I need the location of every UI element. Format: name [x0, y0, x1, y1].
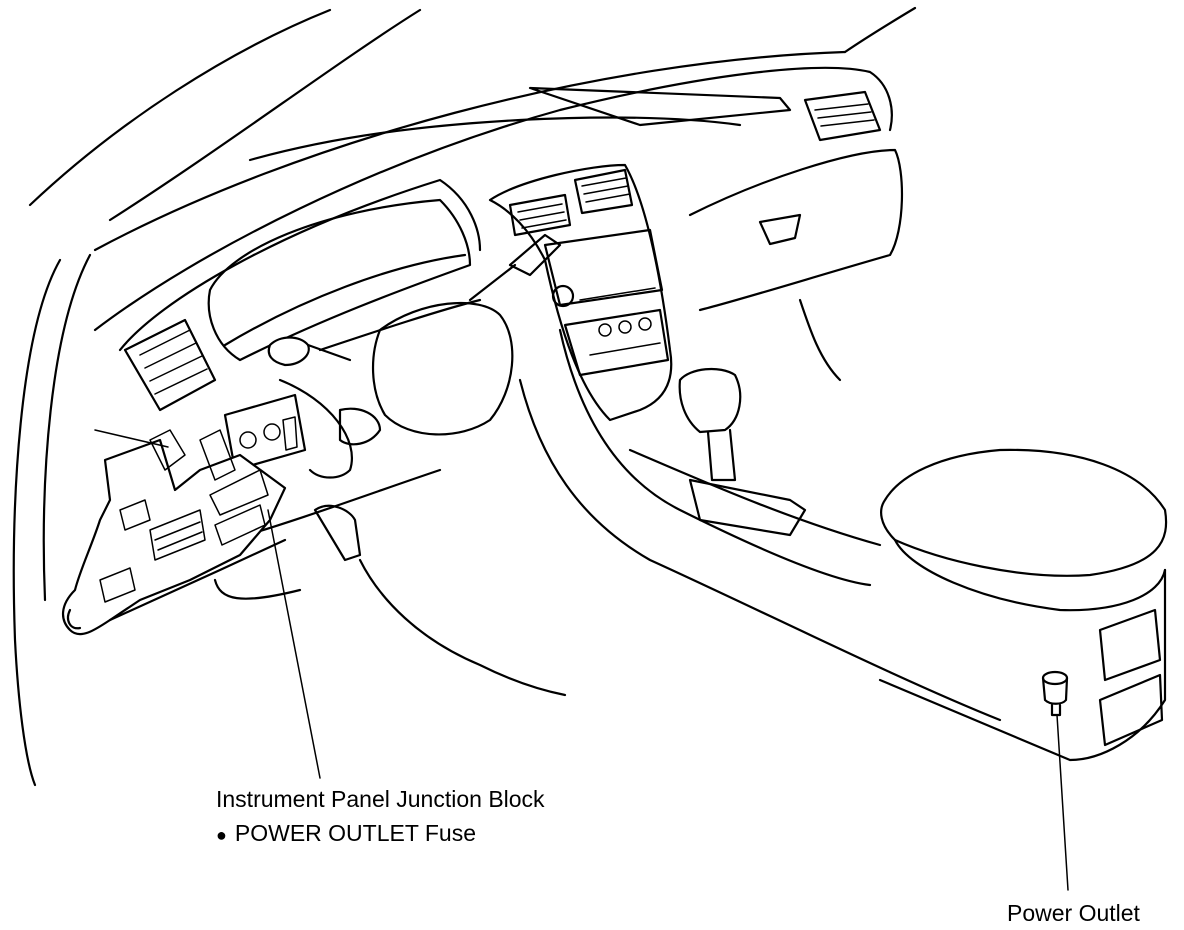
left-air-vent — [123, 318, 217, 412]
right-air-vent — [803, 90, 882, 142]
junction-leader-line-2 — [94, 429, 169, 448]
switch-panel — [223, 393, 307, 472]
armrest — [878, 448, 1168, 762]
leader-lines — [94, 429, 1069, 891]
lower-dash — [213, 378, 567, 697]
instrument-cluster — [118, 178, 482, 362]
bullet-icon: ● — [216, 825, 227, 845]
console-tunnel — [518, 328, 1002, 722]
junction-leader-line — [267, 509, 321, 779]
junction-block — [62, 429, 287, 636]
center-stack — [488, 163, 673, 422]
junction-block-label: Instrument Panel Junction Block — [216, 786, 545, 812]
windshield-lines — [28, 6, 917, 252]
shifter — [678, 367, 807, 537]
power-outlet-fuse-text: POWER OUTLET Fuse — [234, 820, 476, 846]
door-edge — [12, 253, 92, 787]
glovebox — [688, 148, 904, 382]
dash-upper — [93, 66, 893, 332]
power-outlet-label: Power Outlet — [1007, 900, 1140, 926]
power-outlet-fuse-label: ● POWER OUTLET Fuse — [216, 818, 476, 850]
outlet-leader-line — [1056, 714, 1069, 891]
power-outlet-socket — [1041, 670, 1069, 717]
